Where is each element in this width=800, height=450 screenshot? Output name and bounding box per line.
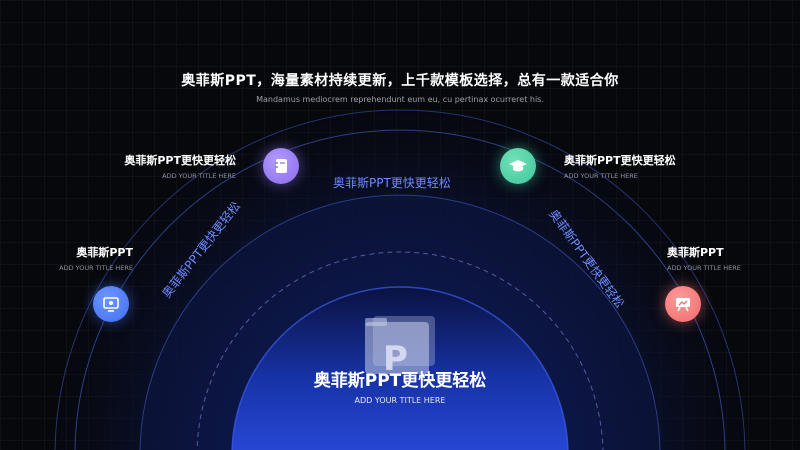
ppt-folder-icon: P <box>365 316 435 374</box>
graduation-cap-icon <box>509 160 527 172</box>
node-graduation <box>500 148 536 184</box>
item-label-4: 奥菲斯PPT ADD YOUR TITLE HERE <box>667 244 741 272</box>
node-presentation <box>93 286 129 322</box>
page-subtitle: Mandamus mediocrem reprehendunt eum eu, … <box>256 95 544 104</box>
arc-label-top: 奥菲斯PPT更快更轻松 <box>333 176 451 190</box>
notebook-icon <box>275 159 287 173</box>
item-subtitle: ADD YOUR TITLE HERE <box>667 264 741 272</box>
item-title: 奥菲斯PPT <box>76 246 133 259</box>
easel-icon <box>676 298 690 312</box>
center-subtitle: ADD YOUR TITLE HERE <box>354 396 446 405</box>
item-title: 奥菲斯PPT <box>667 246 724 259</box>
node-easel <box>665 286 701 322</box>
center-title: 奥菲斯PPT更快更轻松 <box>313 371 487 391</box>
item-subtitle: ADD YOUR TITLE HERE <box>162 172 236 180</box>
item-subtitle: ADD YOUR TITLE HERE <box>564 172 638 180</box>
presentation-icon <box>103 297 119 312</box>
item-subtitle: ADD YOUR TITLE HERE <box>59 264 133 272</box>
item-label-2: 奥菲斯PPT更快更轻松 ADD YOUR TITLE HERE <box>124 152 236 180</box>
item-title: 奥菲斯PPT更快更轻松 <box>564 154 676 167</box>
node-notebook <box>263 148 299 184</box>
item-title: 奥菲斯PPT更快更轻松 <box>124 154 236 167</box>
item-label-1: 奥菲斯PPT ADD YOUR TITLE HERE <box>59 244 133 272</box>
item-label-3: 奥菲斯PPT更快更轻松 ADD YOUR TITLE HERE <box>564 152 676 180</box>
dashed-ring <box>196 251 604 450</box>
svg-text:P: P <box>383 339 408 374</box>
page-title: 奥菲斯PPT，海量素材持续更新，上千款模板选择，总有一款适合你 <box>181 73 619 89</box>
